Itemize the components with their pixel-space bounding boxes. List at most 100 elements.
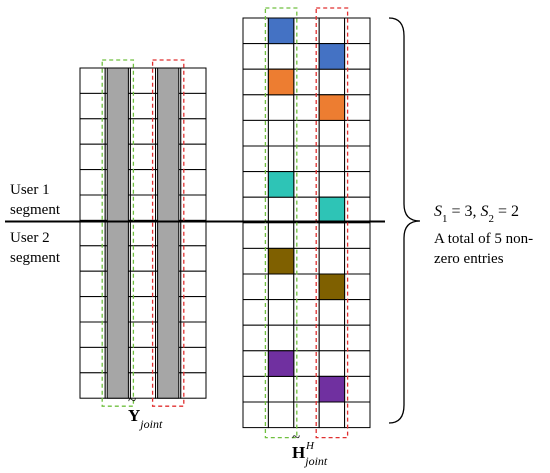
h-matrix-cell: [318, 145, 346, 173]
y-matrix-cell: [79, 169, 106, 196]
y-matrix-cell: [129, 321, 157, 348]
y-matrix-cell: [79, 194, 106, 221]
y-matrix-cell: [79, 270, 106, 298]
h-matrix-cell: [344, 68, 371, 96]
y-matrix-cell: [129, 118, 157, 145]
h-matrix-cell: [242, 247, 269, 275]
total-nonzero-line1: A total of 5 non-: [434, 231, 533, 247]
h-matrix-cell: [344, 299, 371, 326]
y-matrix-cell: [180, 372, 207, 399]
h-matrix-cell: [267, 273, 295, 301]
h-matrix-cell: [344, 222, 371, 249]
y-joint-tilde: ~: [128, 393, 136, 409]
h-matrix-cell: [318, 299, 346, 326]
h-matrix-cell: [242, 43, 269, 70]
h-matrix-cell: [344, 145, 371, 173]
h-matrix-cell: [293, 350, 320, 377]
y-matrix-cell: [79, 118, 106, 145]
h-matrix-cell: [293, 375, 320, 403]
h-nonzero-entry: [267, 171, 295, 198]
y-matrix-cell: [129, 346, 157, 374]
h-matrix-cell: [267, 299, 295, 326]
h-matrix-cell: [293, 17, 320, 45]
h-matrix-cell: [344, 273, 371, 301]
h-nonzero-entry: [267, 17, 295, 45]
h-matrix-cell: [293, 119, 320, 147]
right-brace: [388, 17, 421, 424]
h-matrix-cell: [344, 350, 371, 377]
y-matrix-cell: [129, 92, 157, 120]
h-nonzero-entry: [318, 273, 346, 301]
h-matrix-cell: [344, 401, 371, 429]
y-matrix-cell: [180, 296, 207, 323]
h-matrix-cell: [293, 247, 320, 275]
h-matrix-cell: [344, 43, 371, 70]
h-matrix-cell: [242, 273, 269, 301]
y-matrix-cell: [129, 270, 157, 298]
y-matrix-cell: [79, 346, 106, 374]
h-matrix-cell: [293, 94, 320, 121]
h-matrix-cell: [242, 375, 269, 403]
h-matrix-cell: [293, 196, 320, 224]
h-matrix-cell: [242, 401, 269, 429]
y-matrix-cell: [129, 219, 157, 247]
h-joint-tilde: ~: [292, 430, 300, 446]
y-matrix-cell: [129, 143, 157, 171]
h-matrix-cell: [293, 299, 320, 326]
y-matrix-cell: [180, 194, 207, 221]
h-matrix-cell: [267, 401, 295, 429]
y-matrix-cell: [79, 143, 106, 171]
h-matrix-cell: [267, 324, 295, 352]
h-matrix-cell: [293, 222, 320, 249]
y-matrix-cell: [79, 321, 106, 348]
h-matrix-cell: [267, 375, 295, 403]
h-matrix-cell: [344, 196, 371, 224]
h-matrix-cell: [242, 196, 269, 224]
y-matrix-cell: [180, 143, 207, 171]
total-nonzero-line2: zero entries: [434, 251, 504, 267]
h-matrix-cell: [293, 145, 320, 173]
h-joint-superscript: H: [305, 440, 315, 452]
h-matrix-cell: [242, 145, 269, 173]
user2-label-line2: segment: [10, 250, 61, 266]
h-matrix-cell: [318, 324, 346, 352]
h-joint-label: Hjoint: [292, 443, 328, 468]
y-matrix-cell: [129, 245, 157, 272]
h-nonzero-entry: [267, 247, 295, 275]
h-highlight-green: [264, 7, 298, 439]
h-matrix-cell: [318, 17, 346, 45]
y-highlight-green: [101, 59, 135, 407]
h-matrix-cell: [344, 247, 371, 275]
h-matrix-cell: [318, 119, 346, 147]
h-highlight-red: [315, 7, 349, 439]
y-matrix-cell: [129, 194, 157, 221]
y-filled-column-1: [106, 67, 129, 399]
y-matrix-cell: [180, 346, 207, 374]
h-matrix-cell: [344, 17, 371, 45]
h-nonzero-entry: [318, 196, 346, 224]
user1-label-line2: segment: [10, 202, 61, 218]
h-matrix-cell: [242, 119, 269, 147]
h-nonzero-entry: [318, 94, 346, 121]
h-matrix-cell: [318, 350, 346, 377]
y-matrix-cell: [180, 219, 207, 247]
y-filled-column-2: [157, 67, 180, 399]
y-highlight-red: [151, 59, 185, 407]
user1-label-line1: User 1: [10, 182, 50, 198]
h-nonzero-entry: [318, 43, 346, 70]
h-matrix-cell: [318, 171, 346, 198]
h-matrix-cell: [267, 145, 295, 173]
h-matrix-cell: [242, 222, 269, 249]
h-matrix-cell: [293, 171, 320, 198]
h-matrix-cell: [344, 94, 371, 121]
y-matrix-cell: [129, 296, 157, 323]
h-matrix-cell: [267, 119, 295, 147]
y-matrix-cell: [180, 67, 207, 94]
user2-label-line1: User 2: [10, 230, 50, 246]
h-matrix-cell: [293, 401, 320, 429]
h-matrix-cell: [318, 401, 346, 429]
h-matrix-cell: [293, 43, 320, 70]
column-highlights: [101, 7, 349, 439]
h-matrix-cell: [267, 43, 295, 70]
h-nonzero-entry: [318, 375, 346, 403]
